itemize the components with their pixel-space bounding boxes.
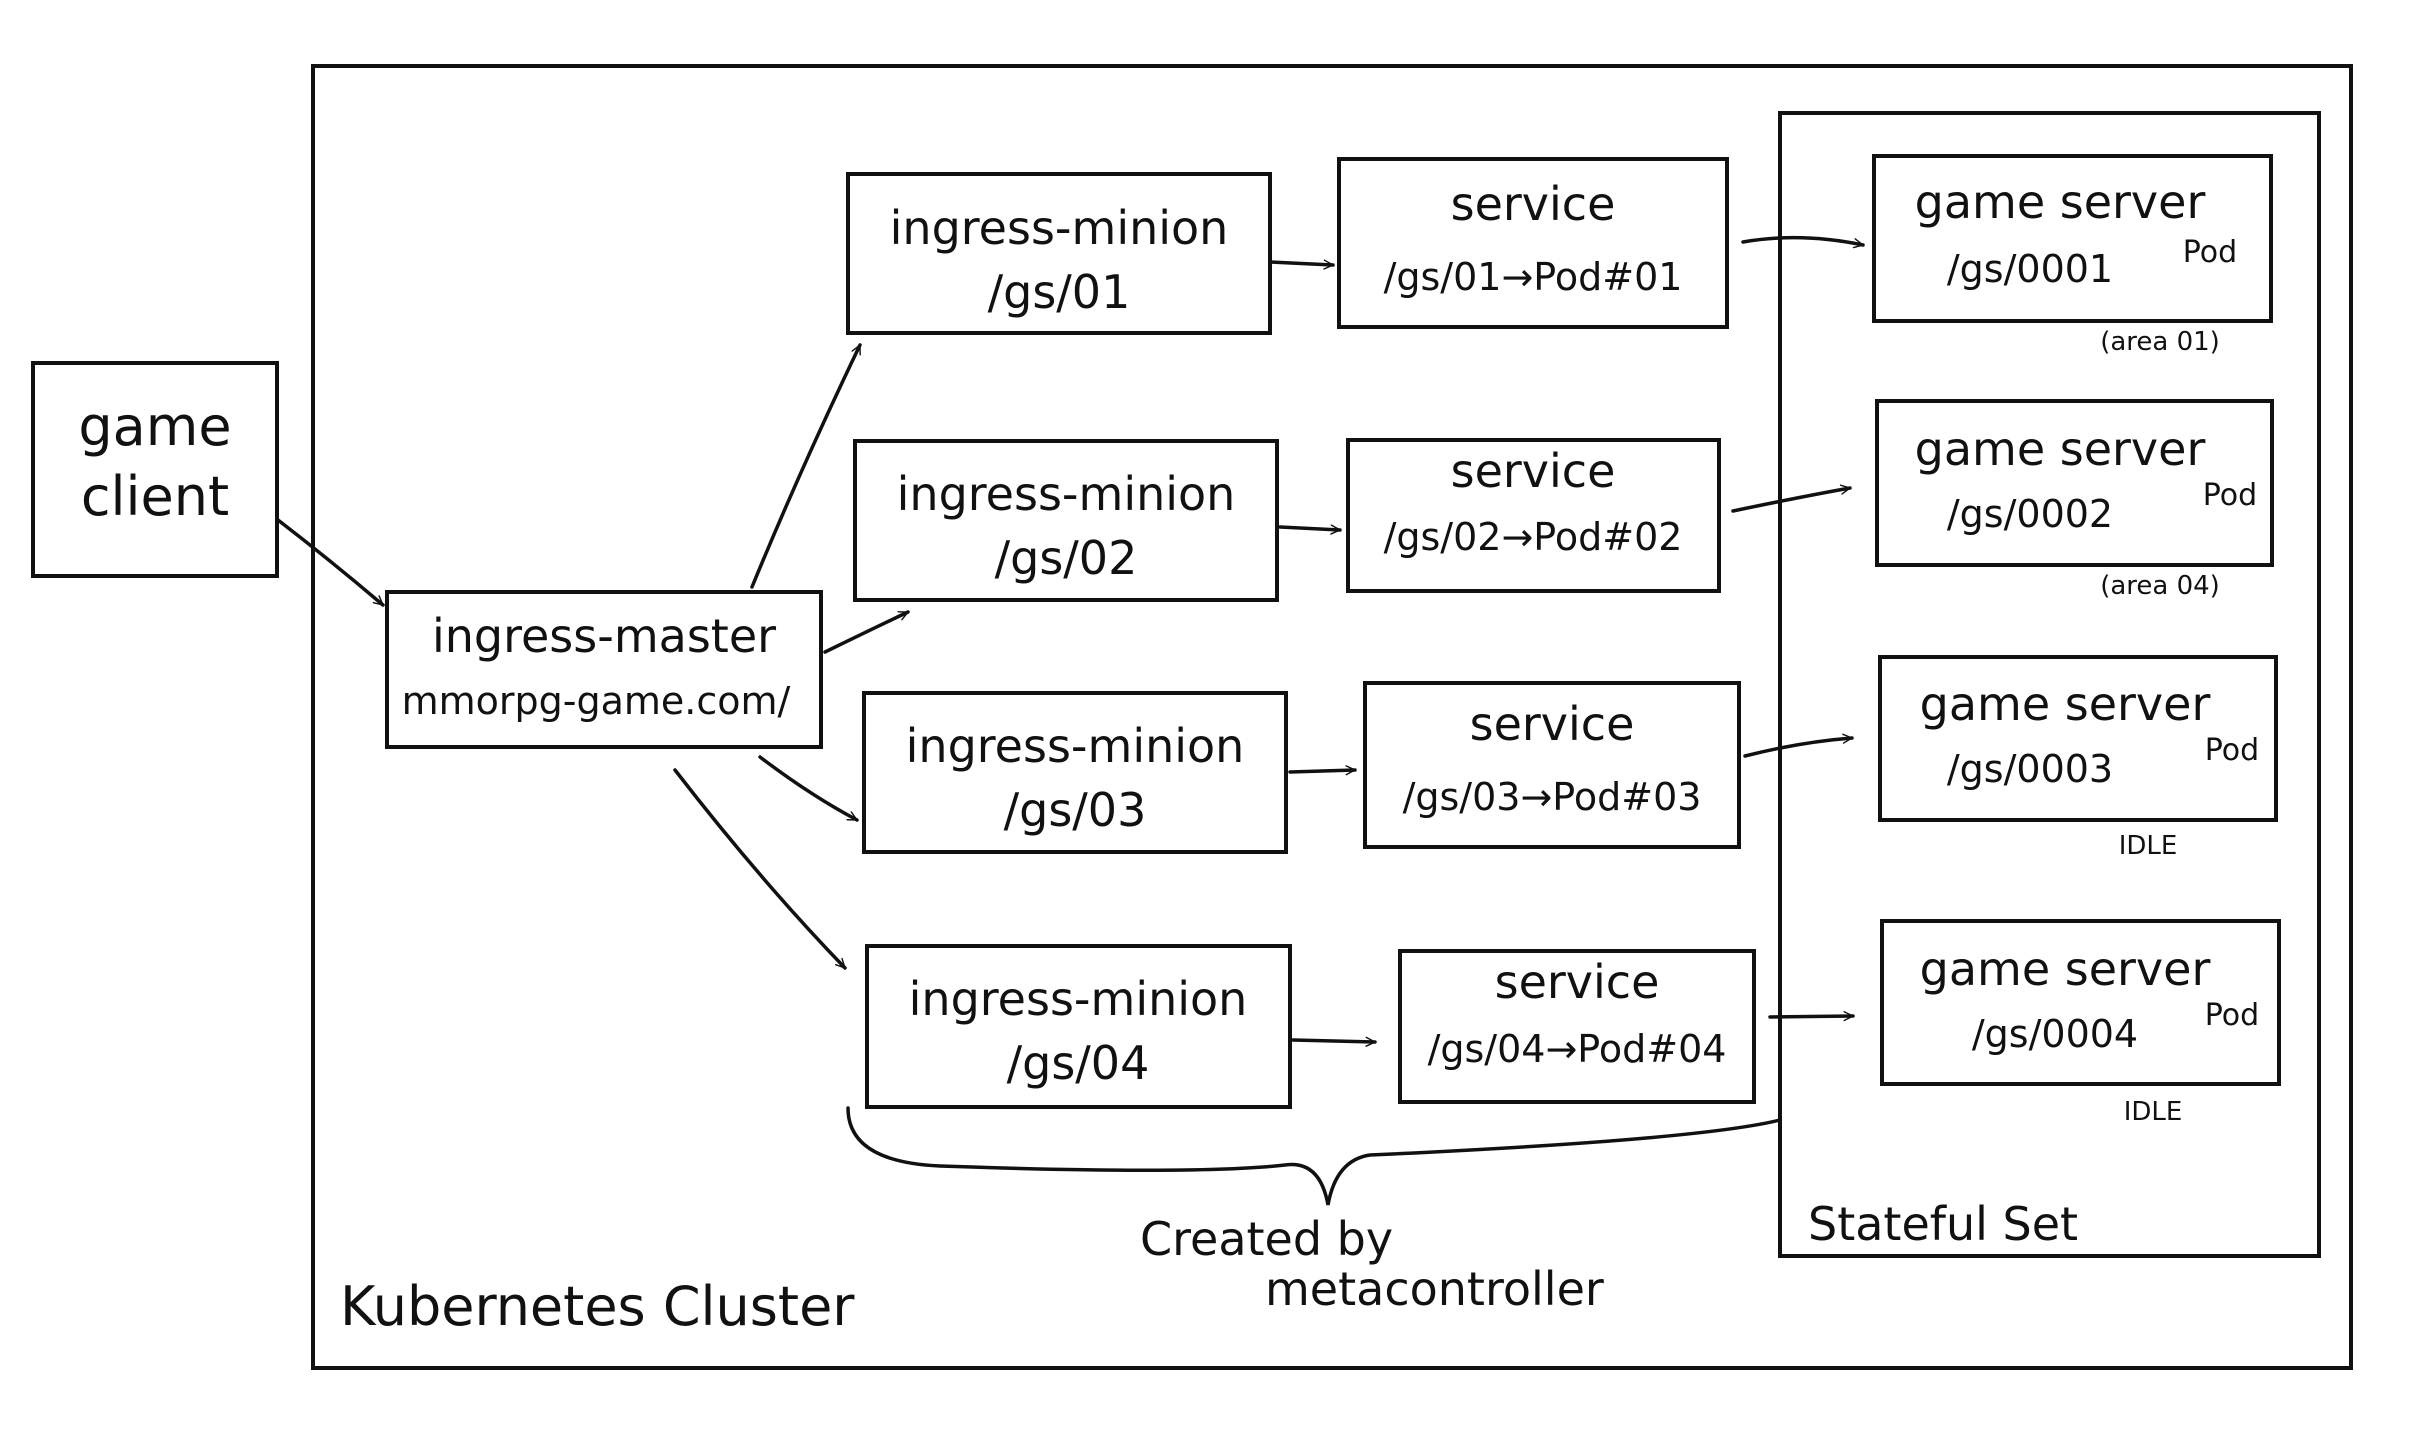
pod-label: Pod (2183, 235, 2237, 270)
kubernetes-cluster-frame (311, 64, 2353, 1370)
stateful-set-frame (1778, 111, 2321, 1258)
game-server-box (1875, 399, 2274, 567)
brace-label-line2: metacontroller (1265, 1262, 1604, 1316)
arrow-minion-to-service-02 (1278, 527, 1342, 530)
service-label: service (1451, 444, 1616, 498)
game-server-pod-node: game server /gs/0003 Pod IDLE (1878, 655, 2278, 861)
game-client-box (31, 361, 279, 578)
ingress-minion-path: /gs/03 (1004, 783, 1147, 837)
pod-label: Pod (2205, 733, 2259, 768)
arrow-service-to-server-04 (1768, 1016, 1855, 1017)
game-server-label: game server (1920, 677, 2211, 731)
ingress-minion-path: /gs/01 (988, 265, 1131, 319)
service-node: service /gs/01→Pod#01 (1337, 157, 1729, 329)
ingress-minion-node: ingress-minion /gs/03 (862, 691, 1288, 854)
arrow-service-to-server-01 (1741, 235, 1865, 245)
game-client-line1: game (78, 395, 231, 458)
ingress-minion-path: /gs/02 (995, 531, 1138, 585)
game-server-note: IDLE (2124, 1097, 2183, 1127)
ingress-minion-node: ingress-minion /gs/02 (853, 439, 1279, 602)
game-server-box (1872, 154, 2273, 323)
stateful-set-label: Stateful Set (1808, 1197, 2078, 1251)
ingress-minion-box (862, 691, 1288, 854)
ingress-minion-box (865, 944, 1292, 1109)
service-node: service /gs/03→Pod#03 (1363, 681, 1741, 849)
service-label: service (1470, 697, 1635, 751)
ingress-minion-label: ingress-minion (906, 719, 1245, 773)
game-server-path: /gs/0002 (1947, 492, 2113, 536)
pod-label: Pod (2203, 478, 2257, 513)
game-server-box (1880, 919, 2281, 1086)
arrow-minion-to-service-03 (1288, 770, 1357, 772)
game-client-line2: client (81, 465, 229, 528)
ingress-master-node: ingress-master mmorpg-game.com/ (385, 590, 823, 749)
service-route: /gs/01→Pod#01 (1384, 255, 1683, 299)
service-route: /gs/04→Pod#04 (1428, 1027, 1727, 1071)
brace-label-line1: Created by (1140, 1212, 1393, 1266)
arrow-master-to-minion-01 (750, 343, 862, 589)
arrow-client-to-master (276, 518, 385, 607)
game-server-note: (area 01) (2100, 327, 2220, 357)
arrow-service-to-server-03 (1743, 738, 1854, 758)
game-server-note: IDLE (2119, 831, 2178, 861)
arrow-master-to-minion-02 (823, 610, 910, 654)
arrow-minion-to-service-01 (1268, 262, 1335, 265)
service-box (1398, 949, 1756, 1104)
pod-label: Pod (2205, 998, 2259, 1033)
ingress-minion-box (846, 172, 1272, 335)
game-client-node: game client (31, 361, 279, 578)
arrow-minion-to-service-04 (1291, 1040, 1377, 1042)
ingress-minion-node: ingress-minion /gs/01 (846, 172, 1272, 335)
service-label: service (1495, 955, 1660, 1009)
kubernetes-cluster-label: Kubernetes Cluster (340, 1275, 855, 1338)
ingress-master-host: mmorpg-game.com/ (402, 679, 791, 723)
ingress-minion-path: /gs/04 (1007, 1036, 1150, 1090)
service-route: /gs/02→Pod#02 (1384, 515, 1683, 559)
game-server-pod-node: game server /gs/0002 Pod (area 04) (1875, 399, 2274, 601)
ingress-minion-label: ingress-minion (890, 201, 1229, 255)
game-server-box (1878, 655, 2278, 822)
game-server-note: (area 04) (2100, 571, 2220, 601)
game-server-pod-node: game server /gs/0001 Pod (area 01) (1872, 154, 2273, 357)
ingress-minion-label: ingress-minion (909, 972, 1248, 1026)
service-box (1337, 157, 1729, 329)
ingress-master-label: ingress-master (432, 609, 776, 663)
game-server-label: game server (1920, 942, 2211, 996)
ingress-minion-box (853, 439, 1279, 602)
service-box (1363, 681, 1741, 849)
service-node: service /gs/04→Pod#04 (1398, 949, 1756, 1104)
game-server-pod-node: game server /gs/0004 Pod IDLE (1880, 919, 2281, 1127)
service-box (1346, 438, 1721, 593)
service-node: service /gs/02→Pod#02 (1346, 438, 1721, 593)
game-server-path: /gs/0004 (1972, 1012, 2138, 1056)
ingress-minion-node: ingress-minion /gs/04 (865, 944, 1292, 1109)
game-server-label: game server (1915, 175, 2206, 229)
service-label: service (1451, 177, 1616, 231)
arrow-master-to-minion-03 (758, 755, 859, 822)
ingress-minion-label: ingress-minion (897, 467, 1236, 521)
game-server-path: /gs/0003 (1947, 747, 2113, 791)
arrow-service-to-server-02 (1731, 488, 1852, 513)
ingress-master-box (385, 590, 823, 749)
metacontroller-brace (846, 1106, 1782, 1206)
game-server-label: game server (1915, 422, 2206, 476)
game-server-path: /gs/0001 (1947, 247, 2113, 291)
arrow-master-to-minion-04 (673, 768, 847, 970)
service-route: /gs/03→Pod#03 (1403, 775, 1702, 819)
